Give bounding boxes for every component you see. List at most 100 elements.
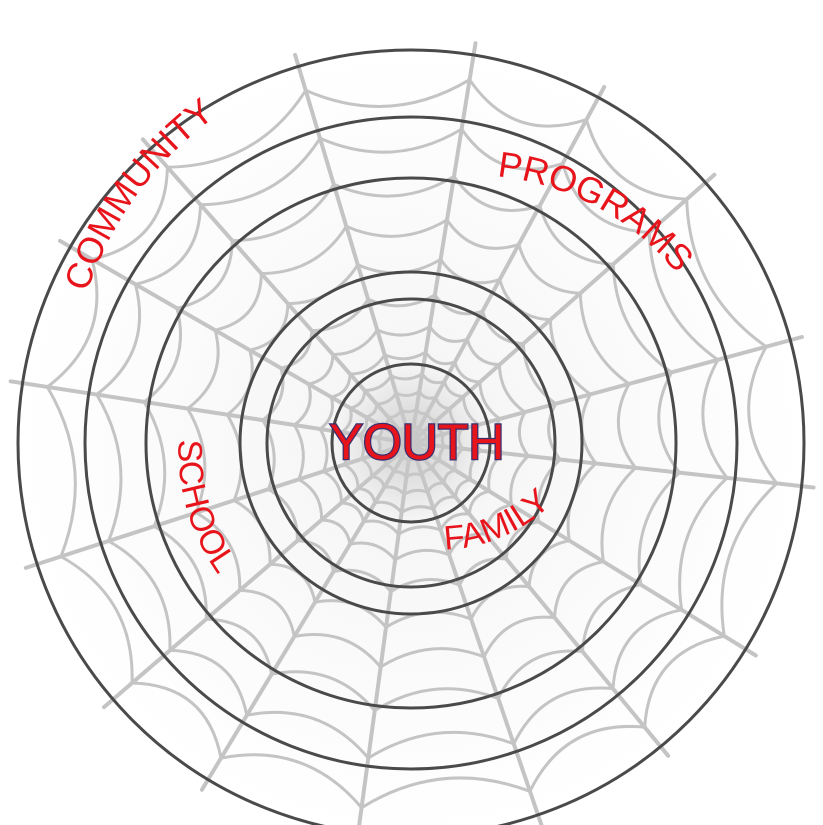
web-thread [611, 264, 673, 374]
web-thread [452, 175, 541, 212]
web-thread [517, 411, 530, 457]
web-thread [367, 293, 436, 308]
web-thread [261, 419, 276, 490]
web-thread [433, 294, 484, 316]
web-thread [200, 137, 322, 207]
web-thread [647, 232, 719, 362]
web-thread [397, 525, 442, 536]
web-thread [46, 258, 99, 389]
web-thread [261, 367, 285, 422]
web-thread [561, 163, 650, 234]
ring-community [16, 48, 806, 825]
web-thread [333, 175, 455, 198]
web-thread [293, 424, 305, 480]
web-thread [297, 539, 335, 572]
web-thread [107, 539, 172, 651]
web-thread [538, 205, 614, 266]
web-thread [153, 524, 208, 620]
web-thread [214, 273, 263, 332]
web-thread [578, 293, 630, 386]
web-thread [360, 776, 531, 809]
web-thread [460, 128, 564, 171]
web-thread [131, 681, 223, 759]
web-thread [308, 354, 335, 386]
web-thread [494, 418, 504, 455]
web-thread [657, 371, 681, 474]
web-thread [376, 325, 431, 337]
web-thread [384, 350, 427, 361]
ring-family-outer [238, 270, 584, 616]
web-thread [261, 225, 348, 276]
web-thread [321, 518, 352, 545]
web-thread [504, 520, 540, 560]
web-thread [428, 325, 468, 343]
web-thread [95, 393, 123, 542]
web-thread [176, 240, 234, 310]
web-thread [394, 548, 450, 562]
web-thread [547, 403, 562, 461]
web-thread [497, 364, 526, 414]
web-thread [467, 489, 490, 515]
web-thread [678, 476, 729, 611]
web-thread [553, 560, 604, 618]
web-thread [333, 568, 393, 593]
web-thread [600, 466, 637, 562]
web-thread [685, 199, 768, 348]
web-thread [373, 687, 499, 712]
web-thread [267, 487, 299, 541]
web-thread [720, 482, 778, 637]
ring-school [144, 176, 678, 710]
web-thread [322, 470, 343, 504]
web-thread [246, 710, 370, 760]
ring-group [16, 48, 806, 825]
web-thread [319, 127, 463, 154]
web-thread [195, 511, 242, 591]
web-thread [350, 353, 386, 376]
web-thread [167, 89, 307, 169]
web-thread [332, 329, 379, 357]
web-thread [496, 649, 583, 700]
web-thread [298, 478, 324, 521]
web-thread [95, 283, 142, 396]
web-thread [239, 588, 296, 637]
web-thread [206, 617, 274, 675]
web-thread [487, 452, 504, 492]
web-thread [186, 329, 220, 410]
web-thread [363, 519, 400, 536]
web-thread [220, 753, 363, 809]
web-thread [478, 382, 501, 421]
web-thread [341, 501, 365, 523]
web-thread [528, 724, 645, 792]
web-thread [349, 541, 397, 561]
center-shade [331, 363, 491, 523]
web-thread [616, 383, 637, 469]
web-thread [468, 78, 587, 128]
web-thread [453, 361, 481, 384]
web-thread [585, 119, 687, 201]
web-thread [319, 396, 334, 431]
web-thread [142, 401, 167, 527]
web-thread [481, 310, 524, 346]
web-thread [169, 648, 249, 716]
web-thread [536, 458, 562, 522]
web-thread [305, 78, 471, 108]
web-thread [701, 359, 729, 479]
web-thread [46, 386, 77, 558]
web-thread [424, 351, 456, 366]
web-thread [186, 407, 207, 514]
web-thread [509, 454, 530, 506]
web-thread [367, 730, 515, 760]
web-thread [271, 670, 376, 712]
web-thread [345, 218, 448, 238]
web-thread [482, 615, 555, 658]
web-thread [447, 532, 487, 556]
web-thread [611, 608, 682, 689]
web-thread [318, 428, 329, 472]
web-thread [747, 345, 778, 485]
web-thread [143, 307, 182, 404]
web-thread [293, 383, 312, 427]
web-thread [439, 512, 470, 531]
web-thread [637, 471, 681, 585]
web-thread [643, 634, 725, 728]
